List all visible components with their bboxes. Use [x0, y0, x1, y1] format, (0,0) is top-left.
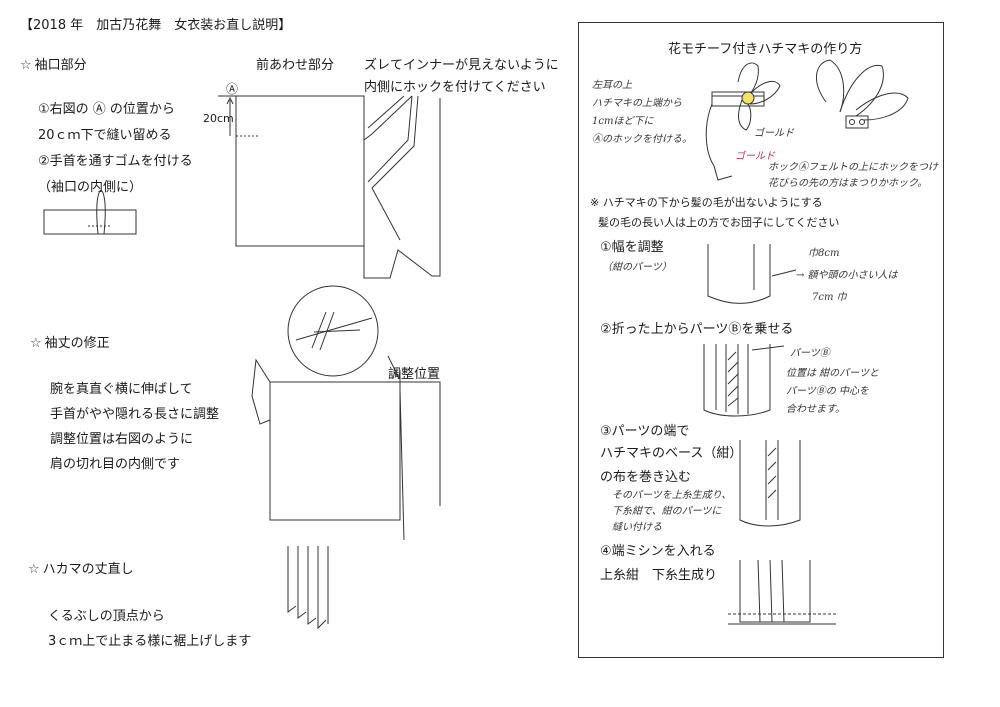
front-join-note-1: ズレてインナーが見えないように	[364, 58, 559, 73]
sleeve-cuff-instr-1: ①右図の Ⓐ の位置から	[38, 102, 175, 117]
step1-diagram	[707, 244, 797, 304]
hand-note-3: 1cmほど下に	[592, 116, 654, 127]
width-note-1: 巾8cm	[808, 248, 840, 259]
hand-note-2: ハチマキの上端から	[592, 98, 682, 109]
step-4b: 上糸紺 下糸生成り	[600, 568, 718, 583]
sleeve-length-line-3: 調整位置は右図のように	[50, 432, 194, 447]
gold-label-2: ゴールド	[735, 151, 775, 162]
measure-20cm: 20cm	[203, 112, 234, 125]
part-b-label: パーツⒷ	[790, 348, 830, 359]
page-title: 【2018 年 加古乃花舞 女衣装お直し説明】	[20, 18, 292, 33]
sleeve-length-line-4: 肩の切れ目の内側です	[50, 457, 181, 472]
hachimaki-title: 花モチーフ付きハチマキの作り方	[668, 42, 863, 57]
star-icon: ☆	[30, 336, 42, 351]
step2-diagram	[703, 344, 785, 417]
position-note-1: 位置は 紺のパーツと	[786, 368, 879, 379]
sew-note-2: 下糸紺で、紺のパーツに	[612, 506, 722, 517]
sleeve-cuff-instr-4: （袖口の内側に）	[38, 180, 143, 195]
sleeve-length-heading: ☆袖丈の修正	[30, 336, 110, 351]
head-diagram	[705, 62, 781, 181]
gold-label-1: ゴールド	[754, 128, 794, 139]
step-3b: ハチマキのベース（紺）	[600, 446, 743, 461]
warning-line-2: 髪の毛の長い人は上の方でお団子にしてください	[598, 216, 840, 229]
hakama-line-2: 3ｃｍ上で止まる様に裾上げします	[48, 634, 252, 649]
step-1: ①幅を調整	[600, 240, 664, 255]
adjust-position-label: 調整位置	[388, 367, 441, 382]
step-1-part: （紺のパーツ）	[602, 262, 672, 273]
warning-line-1: ※ ハチマキの下から髪の毛が出ないようにする	[590, 196, 823, 209]
width-note-3: 7cm 巾	[812, 292, 847, 303]
front-join-diagram	[363, 95, 441, 279]
step-2: ②折った上からパーツⒷを乗せる	[600, 322, 794, 337]
sleeve-cuff-instr-2: 20ｃｍ下で縫い留める	[38, 128, 172, 143]
sleeve-length-line-1: 腕を真直ぐ横に伸ばして	[50, 382, 193, 397]
hakama-pleat-diagram	[287, 546, 329, 630]
hachimaki-panel	[578, 22, 944, 658]
hakama-heading: ☆ハカマの丈直し	[28, 562, 134, 577]
hand-note-1: 左耳の上	[592, 80, 632, 91]
position-note-3: 合わせます。	[786, 404, 845, 415]
sleeve-length-line-2: 手首がやや隠れる長さに調整	[50, 407, 220, 422]
width-note-2: → 額や頭の小さい人は	[796, 270, 898, 281]
step4-diagram	[728, 559, 836, 625]
detail-circle-diagram	[287, 285, 379, 377]
hook-note-1: ホックⒶフェルトの上にホックをつけ	[768, 162, 938, 173]
sleeve-cuff-instr-3: ②手首を通すゴムを付ける	[38, 154, 193, 169]
sleeve-length-diagram	[251, 355, 441, 541]
step3-diagram	[739, 440, 801, 527]
sew-note-1: そのパーツを上糸生成り、	[612, 490, 732, 501]
marker-a: Ⓐ	[226, 82, 239, 96]
elastic-strip-diagram	[43, 189, 137, 235]
hand-note-4: Ⓐのホックを付ける。	[592, 134, 692, 145]
front-join-label: 前あわせ部分	[256, 58, 335, 73]
flower-parts-diagram	[816, 59, 909, 129]
step-3a: ③パーツの端で	[600, 424, 690, 439]
sleeve-cuff-heading: ☆袖口部分	[20, 58, 87, 73]
star-icon: ☆	[28, 562, 40, 577]
sew-note-3: 縫い付ける	[612, 522, 662, 533]
position-note-2: パーツⒷの 中心を	[786, 386, 869, 397]
hook-note-2: 花びらの先の方はまつりかホック。	[768, 178, 928, 189]
hakama-line-1: くるぶしの頂点から	[48, 609, 165, 624]
step-3c: の布を巻き込む	[600, 470, 692, 485]
step-4: ④端ミシンを入れる	[600, 544, 716, 559]
star-icon: ☆	[20, 58, 32, 73]
front-join-note-2: 内側にホックを付けてください	[364, 80, 546, 95]
